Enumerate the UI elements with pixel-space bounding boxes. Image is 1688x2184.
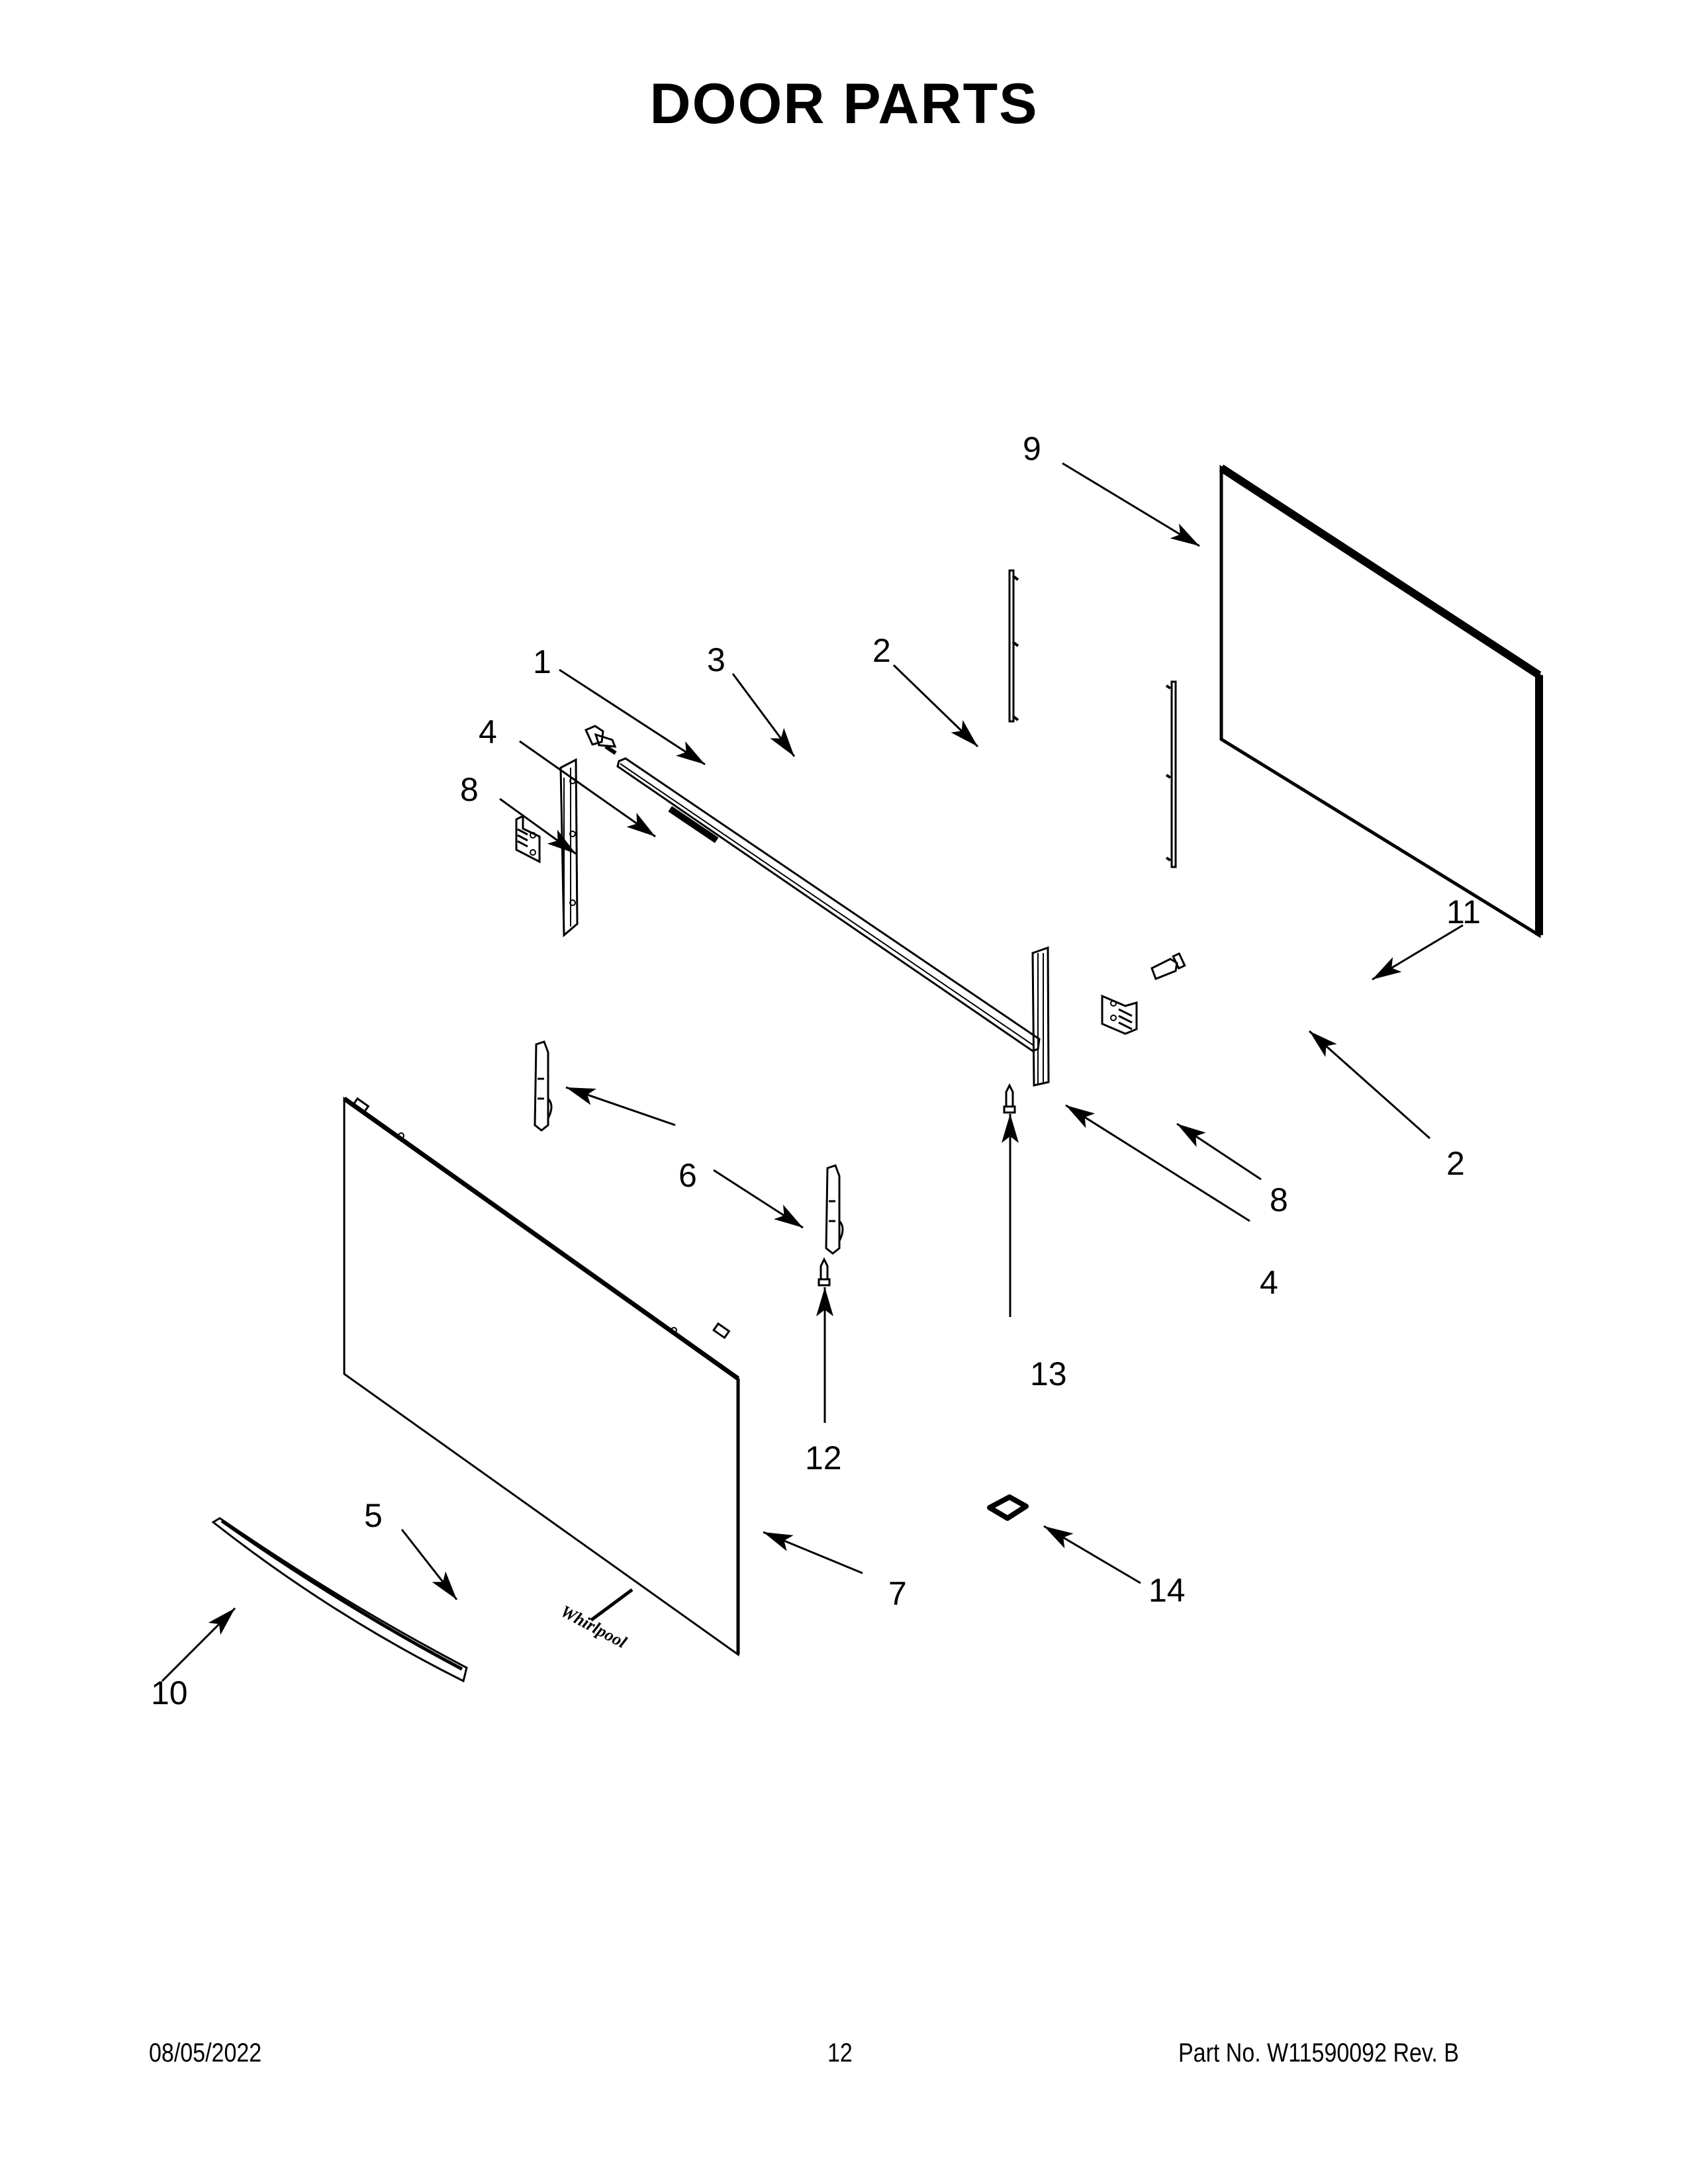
footer-date: 08/05/2022 <box>149 2038 262 2068</box>
callout-7: 7 <box>888 1575 907 1612</box>
page-title: DOOR PARTS <box>649 72 1039 136</box>
callout-3: 3 <box>707 641 726 678</box>
callout-1: 1 <box>533 643 551 680</box>
part-6-hinge-upper <box>534 1040 553 1132</box>
callout-4-left: 4 <box>479 713 497 751</box>
callout-labels: 9 1 3 2 4 8 11 2 8 4 13 6 12 5 7 14 10 <box>151 430 1481 1711</box>
footer-page-number: 12 <box>827 2038 853 2068</box>
callout-6: 6 <box>679 1157 697 1194</box>
part-1-screw <box>585 725 617 755</box>
callout-12: 12 <box>805 1439 842 1477</box>
part-6-hinge-lower <box>825 1164 844 1255</box>
part-12-screw <box>818 1257 831 1287</box>
footer-part-number: Part No. W11590092 Rev. B <box>1178 2038 1459 2068</box>
callout-5: 5 <box>364 1497 383 1534</box>
callout-13: 13 <box>1030 1355 1067 1392</box>
part-13-screw <box>1003 1083 1016 1114</box>
part-2-retainer-upper <box>1008 569 1019 723</box>
part-11-screw <box>1150 952 1186 980</box>
callout-2-upper: 2 <box>872 632 891 669</box>
part-2-retainer-right <box>1165 680 1177 868</box>
part-3-top-trim <box>616 757 1041 1052</box>
callout-14: 14 <box>1149 1572 1186 1609</box>
part-9-inner-glass <box>1219 464 1543 938</box>
part-4-channel-right <box>1031 946 1050 1087</box>
callout-9: 9 <box>1023 430 1041 467</box>
callout-8-right: 8 <box>1270 1181 1288 1218</box>
leader-lines <box>161 462 1464 1682</box>
callout-10: 10 <box>151 1674 188 1711</box>
part-7-door-panel <box>342 1097 740 1657</box>
callout-4-right: 4 <box>1260 1264 1278 1301</box>
callout-8-left: 8 <box>460 771 479 808</box>
part-10-handle <box>211 1517 468 1683</box>
callout-11: 11 <box>1446 893 1481 931</box>
part-14-clip <box>987 1494 1029 1521</box>
part-4-channel-left <box>559 758 579 938</box>
callout-2-right: 2 <box>1446 1145 1465 1182</box>
part-5-nameplate: Whirlpool <box>557 1588 633 1653</box>
part-8-bracket-right <box>1101 994 1138 1035</box>
svg-text:Whirlpool: Whirlpool <box>557 1602 630 1653</box>
part-8-bracket-left <box>515 814 541 864</box>
